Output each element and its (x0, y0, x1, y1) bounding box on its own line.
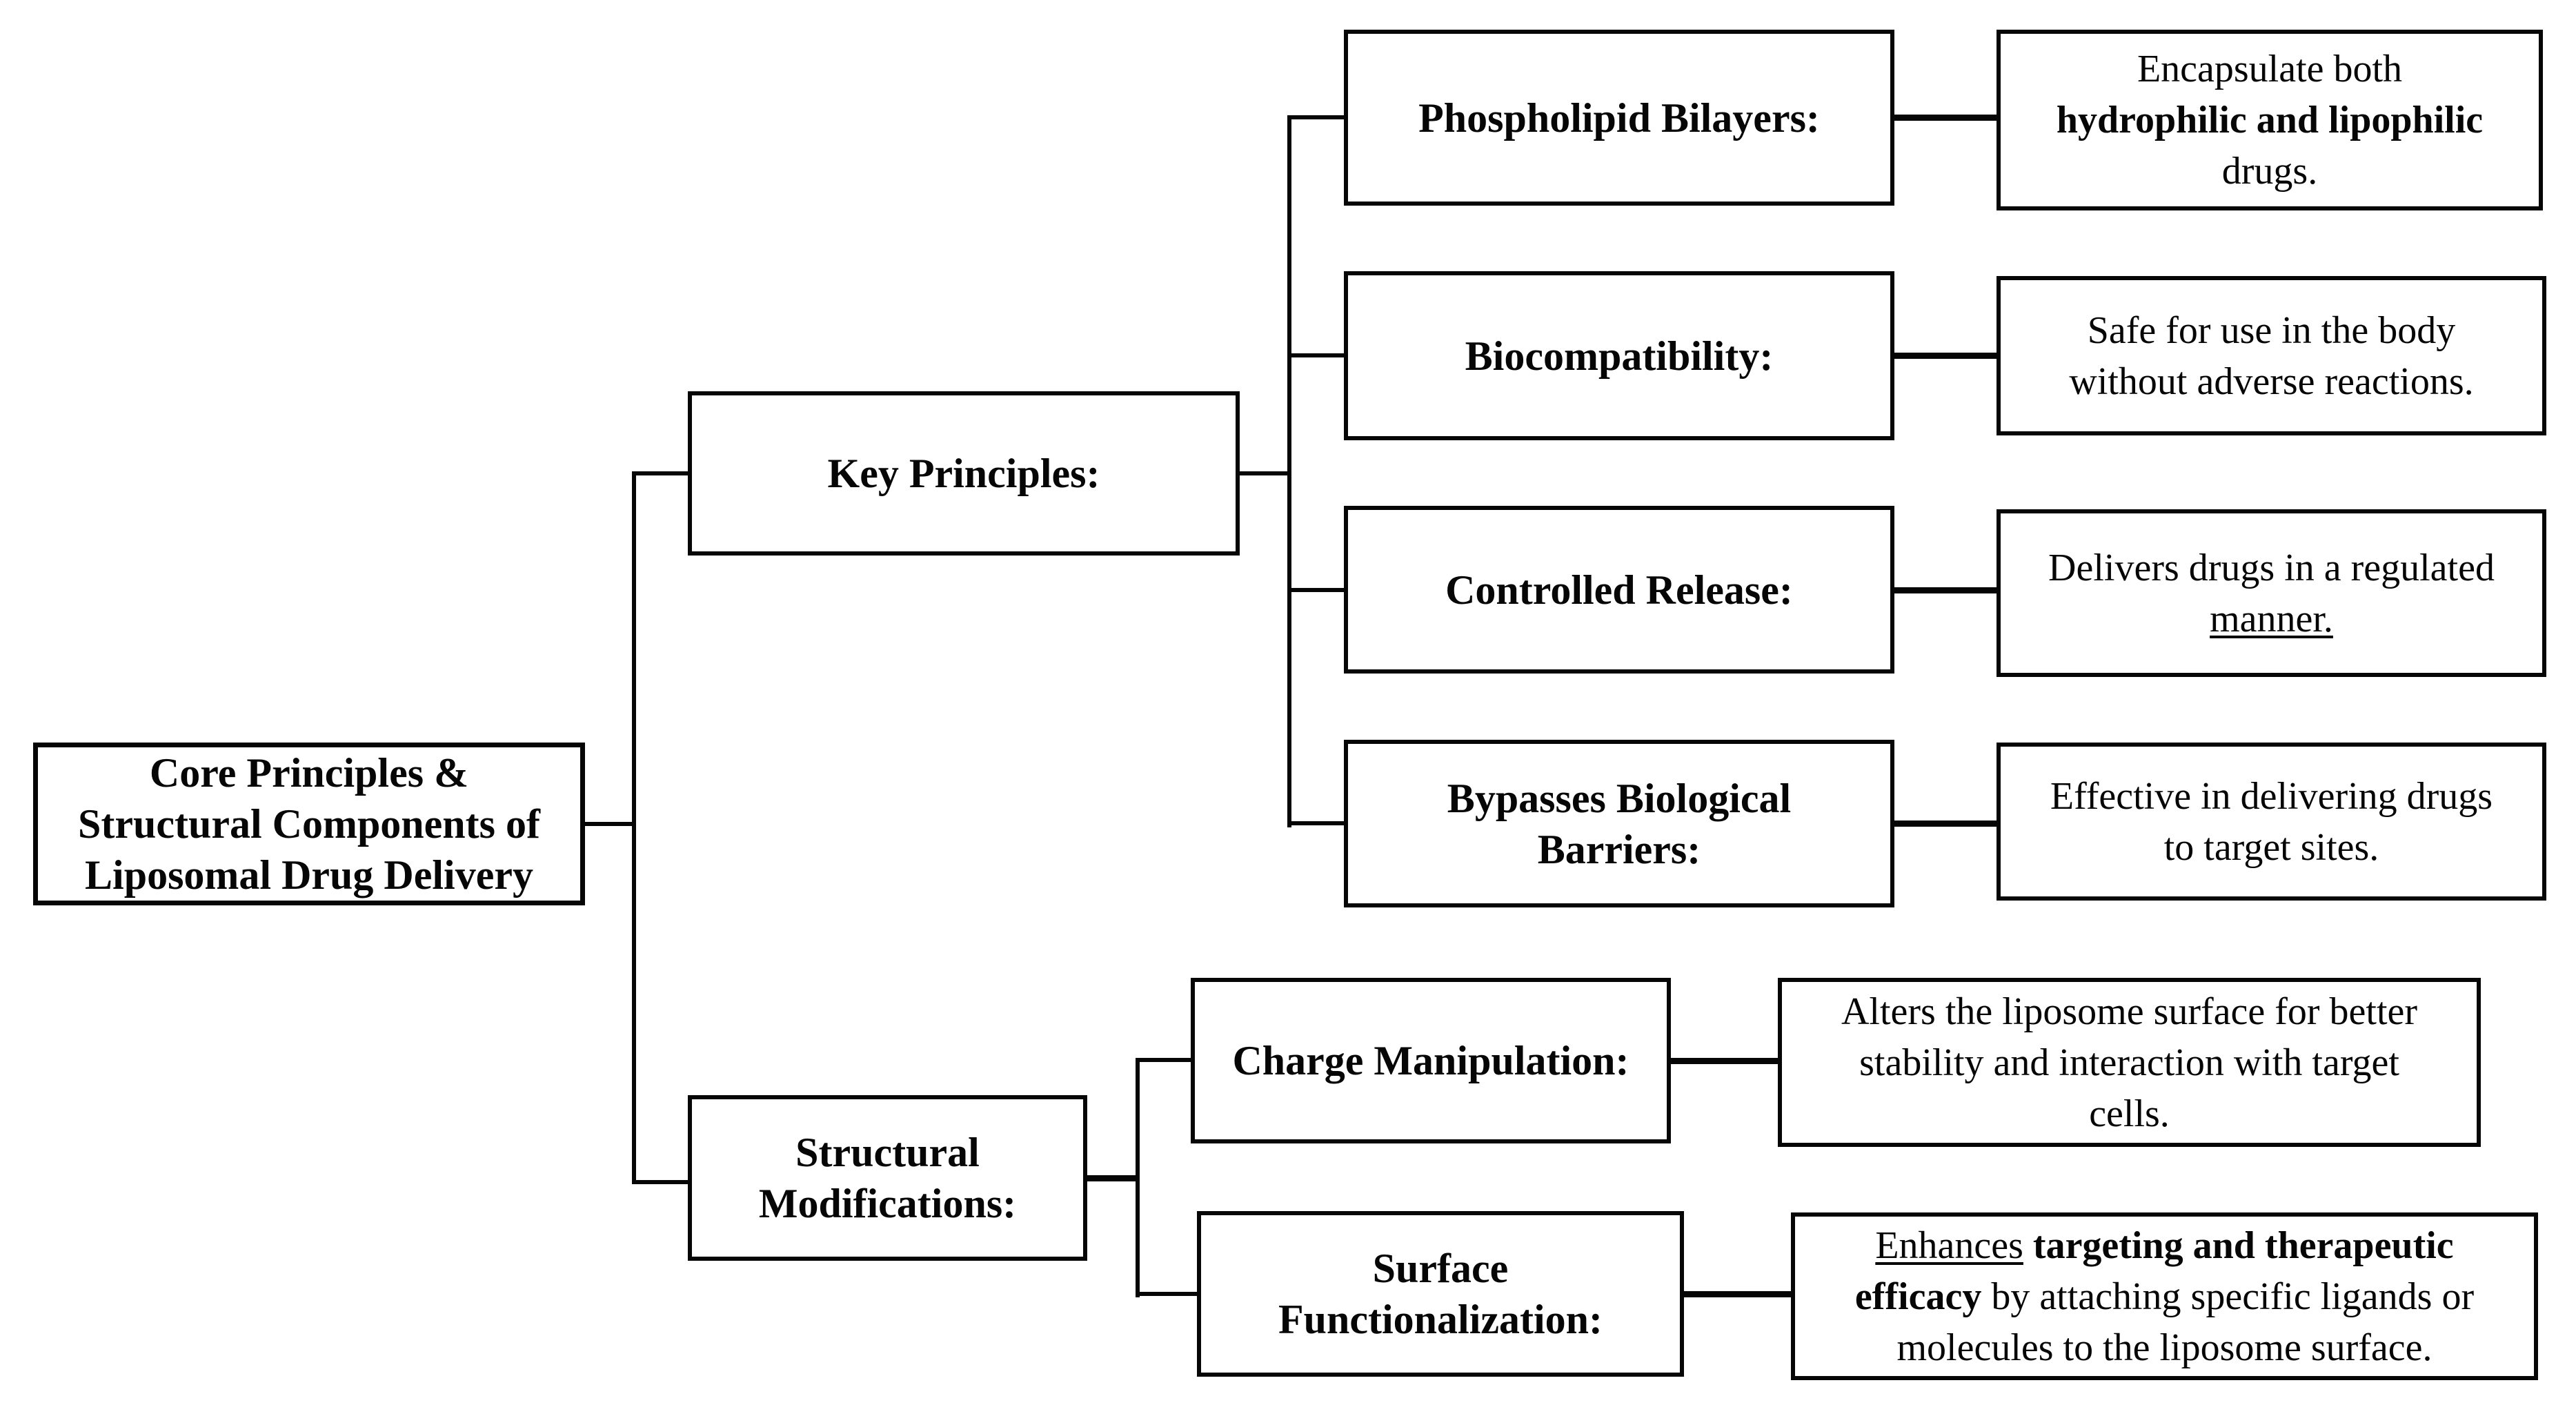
connector-stub-surface-functionalization (1136, 1292, 1197, 1296)
connector-structural-modifications-stub (632, 1180, 688, 1184)
connector-phospholipid-desc (1894, 115, 1997, 121)
connector-trunk-vertical (632, 471, 636, 1184)
connector-key-principles-horizontal (1240, 471, 1291, 475)
connector-stub-biocompatibility (1287, 353, 1344, 357)
node-key-principles-label: Key Principles: (827, 451, 1100, 496)
node-phospholipid-bilayers-label: Phospholipid Bilayers: (1418, 95, 1820, 141)
connector-bypasses-desc (1894, 821, 1997, 827)
node-phospholipid-bilayers: Phospholipid Bilayers: (1344, 30, 1894, 206)
node-controlled-release: Controlled Release: (1344, 506, 1894, 674)
connector-controlled-release-desc (1894, 587, 1997, 593)
node-root: Core Principles &Structural Components o… (33, 743, 585, 905)
connector-stub-phospholipid (1287, 115, 1344, 119)
node-charge-manipulation: Charge Manipulation: (1191, 978, 1671, 1143)
connector-stub-bypasses (1287, 821, 1344, 825)
node-key-principles: Key Principles: (688, 391, 1240, 556)
connector-root-horizontal (585, 822, 635, 826)
connector-biocompatibility-desc (1894, 353, 1997, 359)
connector-key-principles-stub (632, 471, 688, 475)
connector-structural-horizontal (1087, 1175, 1140, 1181)
node-root-label: Core Principles &Structural Components o… (78, 750, 540, 898)
node-biocompatibility-label: Biocompatibility: (1465, 333, 1774, 379)
node-biocompatibility: Biocompatibility: (1344, 271, 1894, 440)
node-charge-manipulation-label: Charge Manipulation: (1232, 1038, 1629, 1083)
connector-charge-manipulation-desc (1671, 1058, 1778, 1064)
connector-stub-charge-manipulation (1136, 1058, 1191, 1062)
connector-structural-fan-vertical (1136, 1058, 1140, 1297)
connector-surface-functionalization-desc (1684, 1291, 1791, 1297)
connector-stub-controlled-release (1287, 588, 1344, 592)
node-controlled-release-label: Controlled Release: (1445, 567, 1793, 613)
connector-key-fan-vertical (1287, 115, 1291, 827)
